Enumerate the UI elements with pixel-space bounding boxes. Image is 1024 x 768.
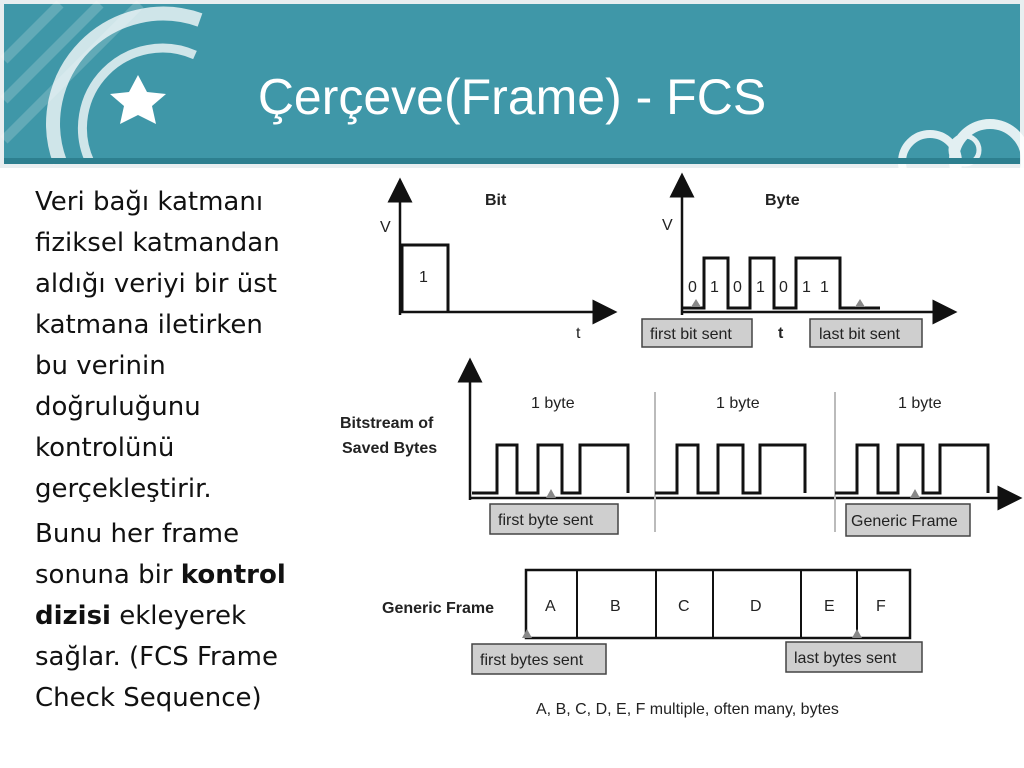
first-byte-marker [546, 489, 556, 498]
paragraph-2-bold: kontrol dizisi [35, 560, 286, 631]
star-icon [110, 75, 166, 124]
last-bit-marker [855, 299, 865, 307]
byte-bit-digits: 0 1 0 1 0 1 1 [688, 279, 829, 296]
frame-cell: A [545, 598, 556, 615]
first-byte-box [489, 503, 619, 535]
byte-label: 1 byte [898, 395, 942, 412]
frame-cell: E [824, 598, 835, 615]
first-bytes-box [471, 643, 607, 675]
bit-panel: Bit V t 1 [380, 177, 618, 342]
bit-pulse-label: 1 [419, 269, 428, 286]
first-bytes-label: first bytes sent [480, 652, 584, 669]
generic-frame-label: Generic Frame [851, 513, 958, 530]
bit-digit: 1 [756, 279, 765, 296]
first-bit-marker [691, 299, 701, 307]
bit-v-label: V [380, 219, 391, 236]
bit-digit: 0 [688, 279, 697, 296]
body-text: Veri bağı katmanı fiziksel katmandan ald… [35, 182, 300, 723]
byte-v-label: V [662, 217, 673, 234]
generic-frame-box [845, 503, 971, 537]
first-bytes-marker [522, 629, 532, 638]
bitstream-label-line1: Bitstream of [340, 415, 434, 432]
first-byte-label: first byte sent [498, 512, 594, 529]
frame-label: Generic Frame [382, 600, 494, 617]
frame-cell: C [678, 598, 690, 615]
paragraph-2: Bunu her frame sonuna bir kontrol dizisi… [35, 514, 300, 719]
bit-digit: 1 [802, 279, 811, 296]
bit-digit: 0 [779, 279, 788, 296]
last-bit-box [809, 318, 923, 348]
first-bit-box [641, 318, 753, 348]
frame-cell: F [876, 598, 886, 615]
frame-caption: A, B, C, D, E, F multiple, often many, b… [536, 701, 839, 718]
first-bit-label: first bit sent [650, 326, 732, 343]
bitstream-panel: Bitstream of Saved Bytes 1 byte 1 byte 1… [340, 357, 1023, 537]
generic-frame-marker [910, 489, 920, 498]
byte-t-label: t [778, 325, 784, 342]
frame-panel: Generic Frame A B C D E F first bytes se… [382, 568, 923, 718]
frame-cell: B [610, 598, 621, 615]
bit-t-label: t [576, 325, 581, 342]
bit-digit: 1 [710, 279, 719, 296]
slide-title: Çerçeve(Frame) - FCS [257, 69, 767, 125]
byte-label: 1 byte [716, 395, 760, 412]
byte-title: Byte [765, 192, 800, 209]
title-banner [0, 0, 1024, 168]
byte-panel: Byte V t 0 1 0 1 0 1 1 first bit sent la… [641, 172, 958, 348]
paragraph-1: Veri bağı katmanı fiziksel katmandan ald… [35, 187, 280, 504]
last-bit-label: last bit sent [819, 326, 900, 343]
last-bytes-box [785, 641, 923, 673]
bit-digit: 0 [733, 279, 742, 296]
frame-diagram: Bit V t 1 Byte V t 0 1 0 1 0 1 1 first b… [340, 172, 1023, 718]
paragraph-2-post: ekleyerek sağlar. (FCS Frame Check Seque… [35, 601, 279, 713]
frame-cell: D [750, 598, 762, 615]
last-bytes-label: last bytes sent [794, 650, 897, 667]
bit-title: Bit [485, 192, 507, 209]
last-bytes-marker [852, 629, 862, 638]
bitstream-label-line2: Saved Bytes [342, 440, 437, 457]
paragraph-2-pre: Bunu her frame sonuna bir [35, 519, 240, 590]
bit-digit: 1 [820, 279, 829, 296]
byte-label: 1 byte [531, 395, 575, 412]
